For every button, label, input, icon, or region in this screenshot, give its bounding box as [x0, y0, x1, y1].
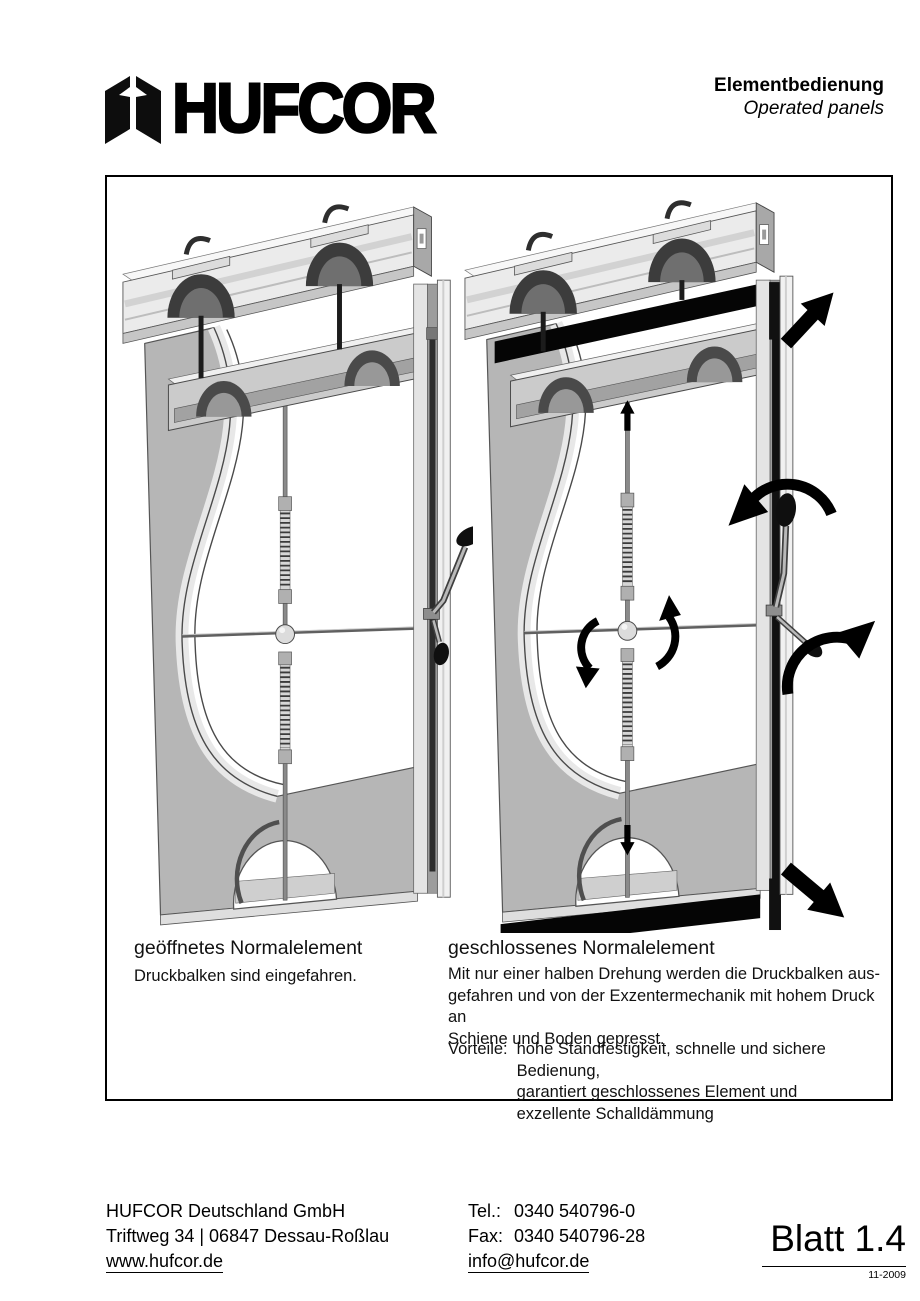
- caption-closed-title: geschlossenes Normalelement: [448, 937, 715, 959]
- caption-line: Mit nur einer halben Drehung werden die …: [448, 965, 880, 983]
- track-rail: [122, 206, 432, 344]
- edge-seal-retracted: [429, 337, 436, 872]
- rotate-ccw-icon: [655, 595, 681, 671]
- operating-rod: [275, 405, 295, 901]
- arrow-up-right-icon: [780, 292, 834, 349]
- benefits-line: exzellente Schalldämmung: [516, 1104, 714, 1123]
- caption-closed-text: Mit nur einer halben Drehung werden die …: [448, 964, 891, 1050]
- top-pressure-seal: [494, 284, 759, 364]
- fax-label: Fax:: [468, 1226, 504, 1246]
- crank-handle-icon: [423, 526, 473, 666]
- phone-number: 0340 540796-0: [514, 1201, 636, 1221]
- benefits-block: Vorteile: hohe Standfestigkeit, schnelle…: [448, 1039, 891, 1125]
- fax-number: 0340 540796-28: [514, 1226, 646, 1246]
- illustration-open-panel: [122, 204, 473, 926]
- phone-label: Tel.:: [468, 1201, 502, 1221]
- page-title: Elementbedienung Operated panels: [714, 74, 884, 120]
- website-link[interactable]: www.hufcor.de: [106, 1251, 224, 1273]
- title-german: Elementbedienung: [714, 75, 884, 96]
- caption-open-title: geöffnetes Normalelement: [134, 937, 363, 959]
- trolley-icon: [509, 231, 577, 352]
- title-english: Operated panels: [743, 98, 885, 119]
- panel-face: [144, 324, 419, 926]
- horizontal-rod: [524, 622, 759, 635]
- spring-lower: [278, 651, 292, 765]
- benefits-line: garantiert geschlossenes Element und: [516, 1083, 798, 1101]
- logo-wordmark: HUFCOR: [171, 69, 438, 147]
- panel-edge-profile: [413, 279, 451, 898]
- horizontal-rod: [182, 626, 416, 638]
- company-block: HUFCOR Deutschland GmbH Triftweg 34 | 06…: [106, 1199, 389, 1274]
- trolley-icon: [167, 236, 235, 379]
- panel-header: [167, 325, 433, 432]
- trolley-icon: [305, 204, 374, 350]
- arrow-up-icon: [620, 400, 635, 431]
- caption-line: Schiene und Boden gepresst.: [448, 1029, 665, 1048]
- benefits-line: hohe Standfestigkeit, schnelle und siche…: [516, 1040, 826, 1080]
- eccentric-icon: [275, 624, 295, 645]
- bottom-pressure-seal: [500, 894, 761, 933]
- trolley-icon: [648, 200, 716, 300]
- sheet-number: Blatt 1.4: [770, 1218, 906, 1259]
- folded-panels-icon: [105, 76, 161, 144]
- spring-upper: [278, 496, 292, 604]
- caption-open-text: Druckbalken sind eingefahren.: [134, 967, 357, 985]
- company-name: HUFCOR Deutschland GmbH: [106, 1201, 346, 1221]
- arrow-down-icon: [620, 825, 635, 856]
- panel-edge-profile: [755, 275, 794, 931]
- hufcor-logo: HUFCOR: [103, 69, 453, 147]
- arrows: [575, 292, 876, 918]
- benefits-label: Vorteile:: [448, 1040, 508, 1058]
- spring-upper: [620, 492, 635, 601]
- spring-lower: [620, 648, 635, 761]
- rotate-ccw-icon: [575, 617, 600, 689]
- sheet-rule: [762, 1266, 906, 1267]
- crank-rotation-arrow-icon: [728, 478, 837, 526]
- crank-rotation-arrow-icon: [781, 620, 876, 696]
- edge-seal-extended: [772, 284, 780, 895]
- illustration-closed-panel: [464, 200, 876, 933]
- eccentric-icon: [617, 620, 638, 641]
- contact-block: Tel.: 0340 540796-0 Fax: 0340 540796-28 …: [468, 1199, 645, 1274]
- company-address: Triftweg 34 | 06847 Dessau-Roßlau: [106, 1226, 390, 1246]
- email-link[interactable]: info@hufcor.de: [468, 1251, 590, 1273]
- revision-date: 11-2009: [868, 1269, 906, 1281]
- caption-line: gefahren und von der Exzentermechanik mi…: [448, 986, 875, 1027]
- arrow-down-right-icon: [780, 862, 845, 918]
- figure-frame: geöffnetes Normalelement Druckbalken sin…: [105, 175, 893, 1123]
